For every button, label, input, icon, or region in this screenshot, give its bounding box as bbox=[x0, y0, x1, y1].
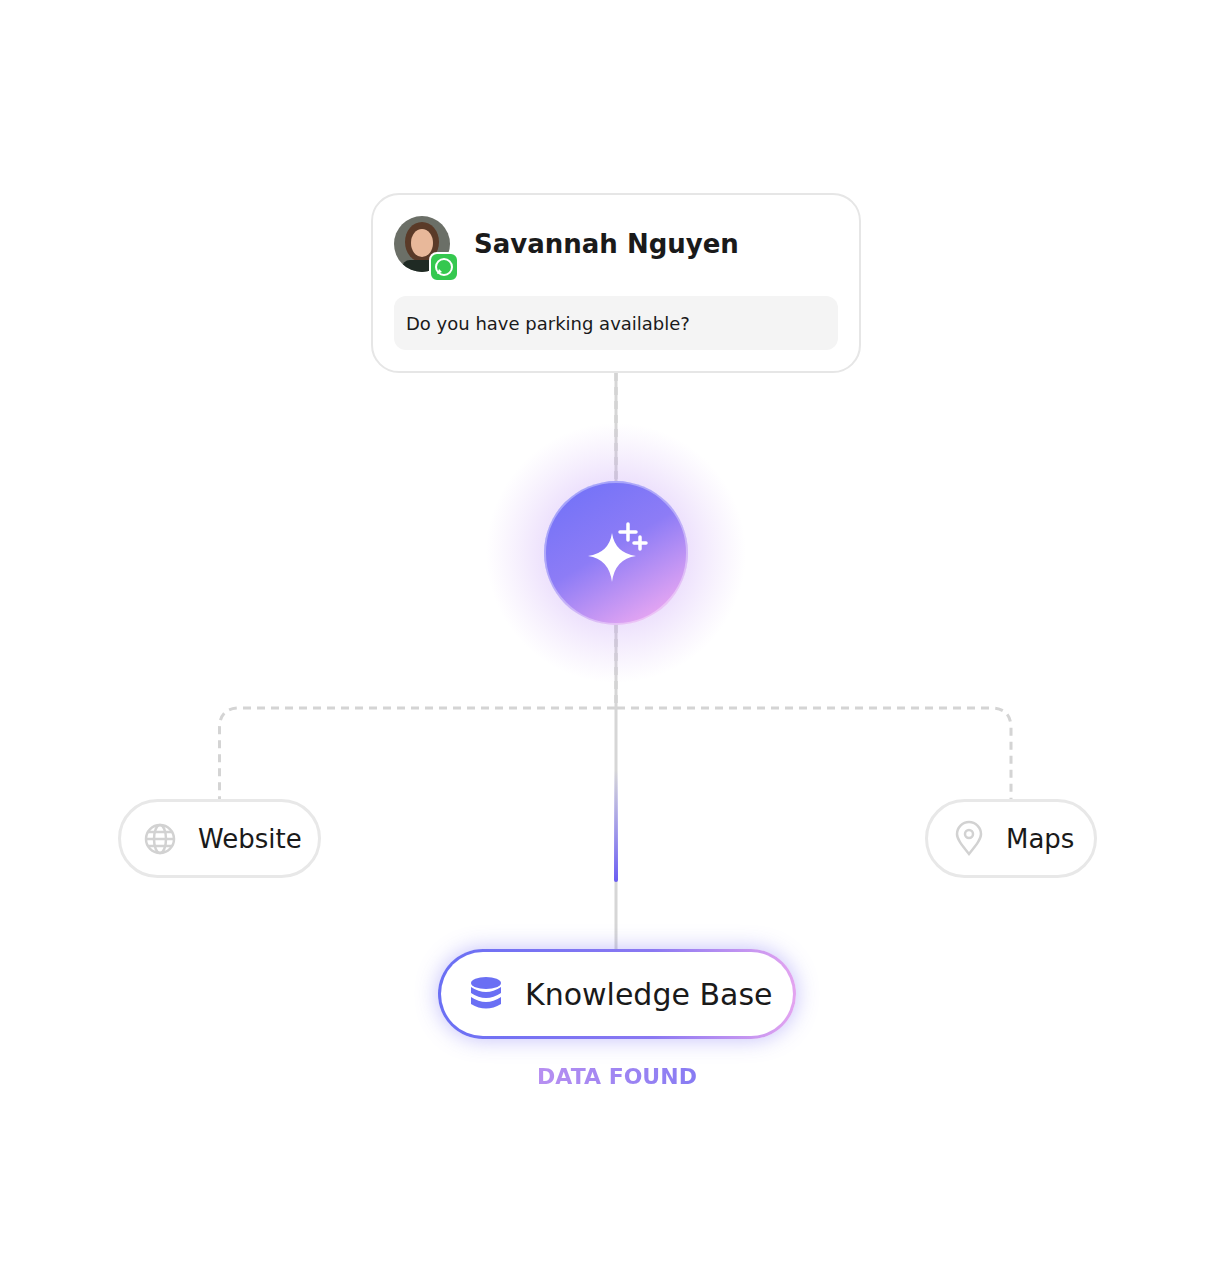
ai-glow bbox=[486, 423, 746, 683]
source-label: Website bbox=[198, 824, 302, 854]
avatar-photo bbox=[394, 216, 464, 286]
source-pill: Website bbox=[118, 799, 321, 878]
contact-name: Savannah Nguyen bbox=[474, 229, 739, 259]
source-pill: Maps bbox=[925, 799, 1097, 878]
status-label: DATA FOUND bbox=[441, 1064, 793, 1089]
knowledge-base-pill: Knowledge BaseDATA FOUND bbox=[438, 949, 796, 1039]
message-bubble: Do you have parking available? bbox=[394, 296, 838, 350]
message-text: Do you have parking available? bbox=[406, 313, 690, 334]
ai-orb-rim bbox=[545, 482, 687, 624]
sparkle-plus bbox=[620, 524, 646, 549]
contact-card: Savannah Nguyen Do you have parking avail… bbox=[371, 193, 861, 373]
map-pin-icon bbox=[955, 822, 983, 856]
globe-icon bbox=[144, 823, 176, 855]
ai-orb bbox=[544, 481, 688, 625]
source-label: Maps bbox=[1006, 824, 1074, 854]
source-label: Knowledge Base bbox=[525, 977, 773, 1012]
database-icon bbox=[470, 977, 502, 1011]
signal-beam bbox=[614, 770, 618, 882]
